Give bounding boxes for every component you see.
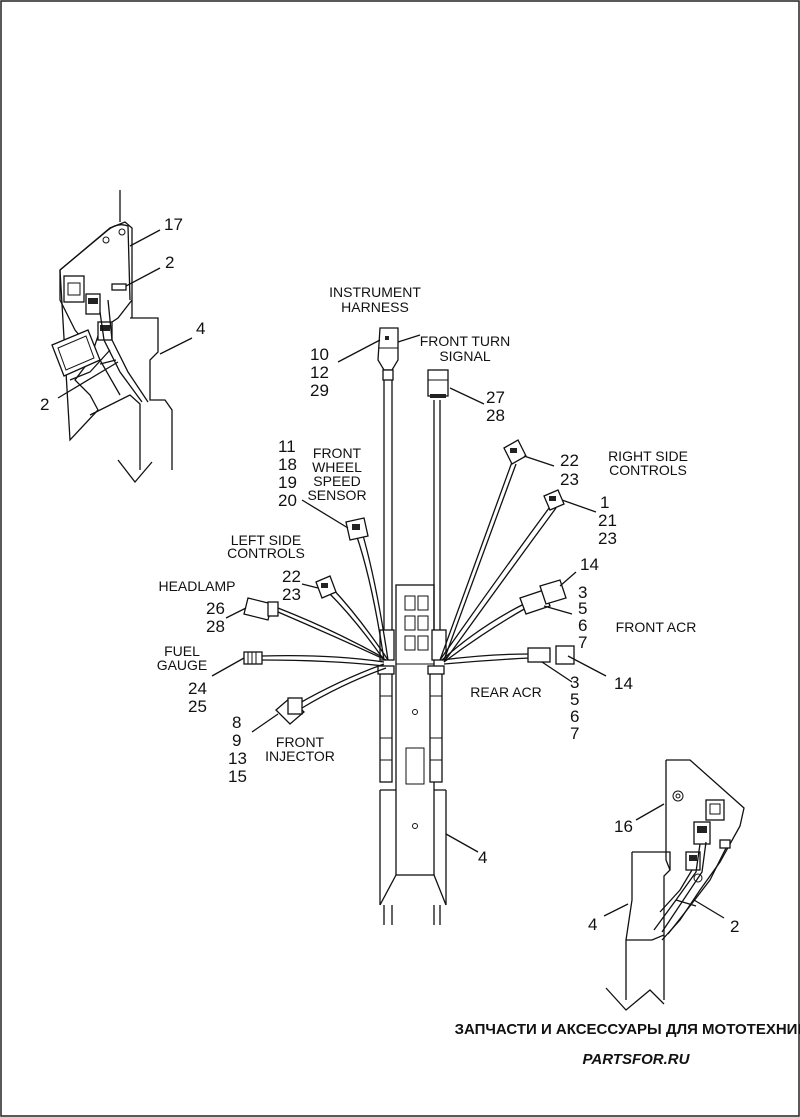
callout-12: 12 bbox=[310, 363, 329, 382]
label-fwss-3: SPEED bbox=[313, 473, 360, 489]
label-fuel-gauge-2: GAUGE bbox=[157, 657, 208, 673]
callout-13: 13 bbox=[228, 749, 247, 768]
callout-20: 20 bbox=[278, 491, 297, 510]
callout-6-rear: 6 bbox=[570, 707, 579, 726]
callout-17: 17 bbox=[164, 215, 183, 234]
callout-3-front: 3 bbox=[578, 583, 587, 602]
callout-16: 16 bbox=[614, 817, 633, 836]
callout-24: 24 bbox=[188, 679, 207, 698]
label-headlamp: HEADLAMP bbox=[158, 578, 235, 594]
label-left-side-controls-2: CONTROLS bbox=[227, 545, 305, 561]
callout-19: 19 bbox=[278, 473, 297, 492]
label-left-side-controls-1: LEFT SIDE bbox=[231, 532, 302, 548]
callout-14-rear: 14 bbox=[614, 674, 633, 693]
detail-bottom-right: 16 4 2 bbox=[588, 759, 745, 1011]
label-rear-acr: REAR ACR bbox=[470, 684, 542, 700]
watermark-brand: PARTSFOR.RU bbox=[583, 1051, 691, 1068]
callout-7-rear: 7 bbox=[570, 724, 579, 743]
label-right-side-controls-1: RIGHT SIDE bbox=[608, 448, 688, 464]
detail-top-left: 17 2 4 2 bbox=[40, 190, 205, 484]
label-front-acr: FRONT ACR bbox=[616, 619, 697, 635]
callout-11: 11 bbox=[278, 437, 296, 456]
watermark-caption: ЗАПЧАСТИ И АКСЕССУАРЫ ДЛЯ МОТОТЕХНИКИ bbox=[455, 1021, 800, 1038]
callout-22-left: 22 bbox=[282, 567, 301, 586]
callout-23-right-b: 23 bbox=[598, 529, 617, 548]
callout-8: 8 bbox=[232, 713, 241, 732]
callout-9: 9 bbox=[232, 731, 241, 750]
label-right-side-controls-2: CONTROLS bbox=[609, 462, 687, 478]
label-fwss-4: SENSOR bbox=[307, 487, 366, 503]
watermark: ЗАПЧАСТИ И АКСЕССУАРЫ ДЛЯ МОТОТЕХНИКИ PA… bbox=[455, 1021, 800, 1068]
callout-18: 18 bbox=[278, 455, 297, 474]
callout-3-rear: 3 bbox=[570, 673, 579, 692]
callout-1: 1 bbox=[600, 493, 609, 512]
label-front-injector-1: FRONT bbox=[276, 734, 325, 750]
callout-26: 26 bbox=[206, 599, 225, 618]
callout-28-headlamp: 28 bbox=[206, 617, 225, 636]
callout-2-top: 2 bbox=[165, 253, 174, 272]
label-instrument-harness-2: HARNESS bbox=[341, 299, 409, 315]
callout-21: 21 bbox=[598, 511, 617, 530]
label-front-turn-signal-2: SIGNAL bbox=[439, 348, 491, 364]
callout-22-right: 22 bbox=[560, 451, 579, 470]
callout-6-front: 6 bbox=[578, 616, 587, 635]
callout-4-top: 4 bbox=[196, 319, 205, 338]
label-fwss-2: WHEEL bbox=[312, 459, 362, 475]
callout-10: 10 bbox=[310, 345, 329, 364]
callout-14-front: 14 bbox=[580, 555, 599, 574]
callout-29: 29 bbox=[310, 381, 329, 400]
label-fwss-1: FRONT bbox=[313, 445, 362, 461]
callout-23-right-a: 23 bbox=[560, 470, 579, 489]
callout-28-turn: 28 bbox=[486, 406, 505, 425]
callout-2-side: 2 bbox=[40, 395, 49, 414]
label-instrument-harness-1: INSTRUMENT bbox=[329, 284, 421, 300]
main-harness: INSTRUMENT HARNESS FRONT TURN SIGNAL FRO… bbox=[157, 284, 697, 925]
callout-27: 27 bbox=[486, 388, 505, 407]
callout-4-frame: 4 bbox=[478, 848, 487, 867]
label-front-turn-signal-1: FRONT TURN bbox=[420, 333, 510, 349]
callout-7-front: 7 bbox=[578, 633, 587, 652]
label-front-injector-2: INJECTOR bbox=[265, 748, 335, 764]
label-fuel-gauge-1: FUEL bbox=[164, 643, 200, 659]
callout-25: 25 bbox=[188, 697, 207, 716]
callout-23-left: 23 bbox=[282, 585, 301, 604]
callout-15: 15 bbox=[228, 767, 247, 786]
callout-5-rear: 5 bbox=[570, 690, 579, 709]
callout-2-bottom: 2 bbox=[730, 917, 739, 936]
callout-4-bottom: 4 bbox=[588, 915, 597, 934]
callout-5-front: 5 bbox=[578, 599, 587, 618]
